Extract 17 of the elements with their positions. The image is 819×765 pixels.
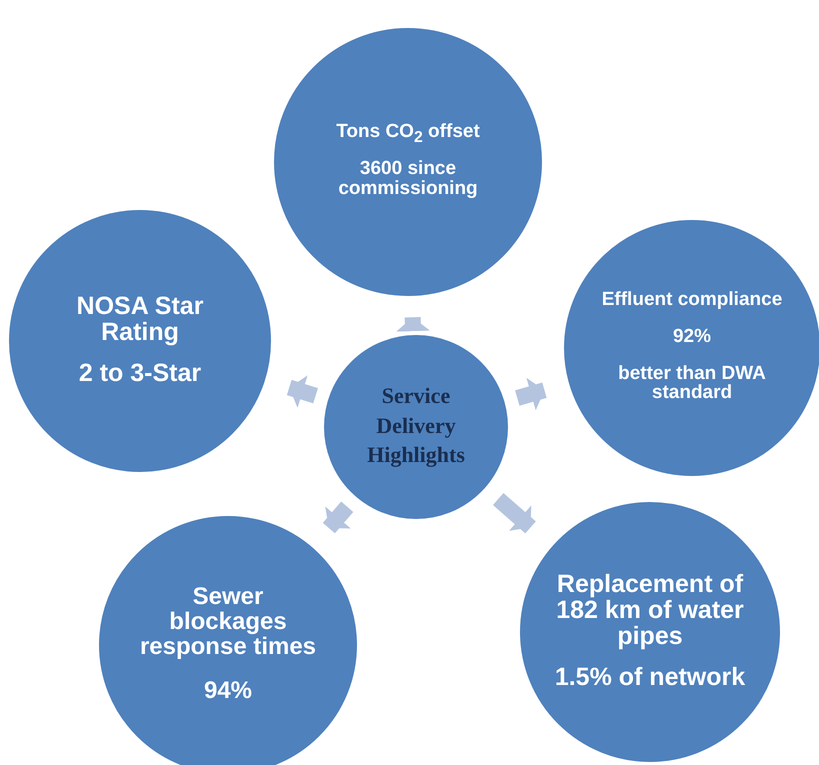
circle-value: 3600 since commissioning: [337, 159, 479, 200]
block-arrow: [515, 378, 547, 410]
block-arrow: [286, 375, 318, 408]
block-arrow: [492, 493, 536, 534]
circle-value: 92%: [672, 326, 712, 346]
circle-heading: Effluent compliance: [602, 290, 782, 310]
circle-heading: Replacement of 182 km of water pipes: [555, 570, 745, 650]
circle-value: 1.5% of network: [554, 664, 746, 690]
block-arrow: [322, 502, 354, 534]
circle-heading: Service Delivery Highlights: [366, 382, 466, 470]
circle-heading: Sewer blockages response times: [138, 584, 318, 660]
circle-value: 2 to 3-Star: [78, 360, 202, 386]
circle-heading: NOSA Star Rating: [76, 292, 204, 346]
block-arrow: [396, 316, 430, 332]
circle-value: better than DWA standard: [617, 364, 767, 404]
circle-value: 94%: [204, 678, 252, 704]
circle-heading: Tons CO$_{2}$ offset: [336, 122, 480, 146]
